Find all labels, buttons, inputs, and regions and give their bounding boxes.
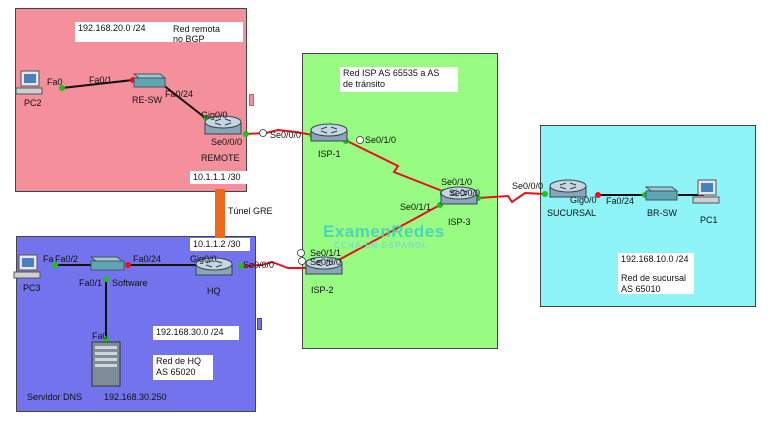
branch-subnet: 192.168.10.0 /24 — [621, 254, 689, 264]
link-dot — [238, 263, 244, 269]
pc2-label: PC2 — [24, 98, 42, 108]
isp-title-1: Red ISP AS 65535 a AS — [343, 68, 440, 78]
hq-label: HQ — [207, 286, 221, 296]
branch-title-2: AS 65010 — [621, 284, 661, 294]
watermark-brand: ExamenRedes — [323, 222, 445, 241]
port-sucursal-se000: Se0/0/0 — [512, 181, 544, 191]
remote-subnet-box: 192.168.20.0 /24 — [75, 22, 243, 42]
hq-title-box: Red de HQ AS 65020 — [153, 355, 213, 380]
br-sw-switch-icon — [644, 186, 679, 201]
dns-ip-label: 192.168.30.250 — [104, 392, 167, 402]
port-sw-fa01: Fa0/1 — [79, 278, 103, 288]
link-isp3-sucursal — [477, 191, 546, 204]
isp3-label: ISP-3 — [448, 217, 471, 227]
isp-title-box: Red ISP AS 65535 a AS de tránsito — [340, 67, 458, 92]
link-dot — [103, 336, 109, 342]
clock-icon — [297, 249, 305, 257]
watermark-subtitle: CCNA EN ESPAÑOL — [334, 241, 429, 250]
link-dot — [52, 262, 58, 268]
isp1-router-icon — [310, 123, 348, 142]
clock-icon — [259, 129, 267, 137]
pc1-icon — [692, 179, 720, 204]
port-sw-fa024: Fa0/24 — [133, 254, 162, 264]
branch-info-box: 192.168.10.0 /24 Red de sucursal AS 6501… — [618, 253, 694, 294]
hq-router-icon — [195, 257, 233, 276]
link-isp1-isp3 — [344, 139, 446, 193]
link-dot — [59, 85, 65, 91]
link-hq-isp2 — [239, 260, 310, 269]
port-pc3-fa: Fa — [43, 254, 54, 264]
port-hq-gig00: Gig0/0 — [190, 254, 217, 264]
link-dot — [125, 262, 131, 268]
port-isp3-se010: Se0/1/0 — [441, 177, 473, 187]
port-isp3-se011: Se0/1/1 — [400, 202, 432, 212]
tunnel-ip-top: 10.1.1.1 /30 — [190, 171, 250, 184]
branch-network-zone — [540, 125, 756, 307]
dns-label: Servidor DNS — [27, 392, 83, 402]
isp2-label: ISP-2 — [311, 285, 334, 295]
pc2-icon — [15, 70, 43, 95]
software-label: Software — [112, 278, 148, 288]
re-sw-label: RE-SW — [132, 95, 162, 105]
hq-title-2: AS 65020 — [156, 367, 196, 377]
software-switch-icon — [89, 256, 125, 271]
port-resw-fa024: Fa0/24 — [165, 89, 194, 99]
link-resw-remote — [157, 80, 209, 121]
port-remote-se000: Se0/0/0 — [211, 137, 243, 147]
port-isp3-se000: Se0/0/0 — [449, 188, 481, 198]
pc1-label: PC1 — [700, 215, 718, 225]
tunnel-label: Túnel GRE — [225, 205, 277, 218]
port-dns-fa0: Fa0 — [92, 331, 108, 341]
port-pc2-fa0: Fa0 — [47, 77, 63, 87]
isp3-router-icon — [440, 186, 478, 205]
dns-server-icon — [91, 341, 121, 387]
port-isp1-se010: Se0/1/0 — [365, 135, 397, 145]
remote-title-1: Red remota — [173, 24, 221, 34]
ethernet-links — [55, 79, 704, 341]
link-pc2-resw — [61, 79, 134, 89]
port-isp2-se000: Se0/0/0 — [310, 257, 342, 267]
link-dot — [243, 131, 249, 137]
isp2-router-icon — [305, 256, 343, 275]
remote-subnet: 192.168.20.0 /24 — [78, 23, 146, 33]
hq-subnet: 192.168.30.0 /24 — [156, 327, 224, 337]
port-sw-fa02: Fa0/2 — [55, 254, 79, 264]
hq-title-1: Red de HQ — [156, 356, 202, 366]
zone-edge-mark — [249, 94, 254, 106]
port-hq-se000: Se0/0/0 — [243, 260, 275, 270]
br-sw-label: BR-SW — [647, 208, 677, 218]
sucursal-label: SUCURSAL — [547, 208, 597, 218]
pc3-label: PC3 — [23, 283, 41, 293]
gre-tunnel — [215, 189, 225, 239]
remote-label: REMOTE — [201, 153, 240, 163]
pc3-icon — [13, 254, 41, 279]
port-isp1-se000: Se0/0/0 — [270, 130, 302, 140]
link-dot — [542, 191, 548, 197]
port-isp2-se011: Se0/1/1 — [310, 248, 342, 258]
isp-title-2: de tránsito — [343, 79, 386, 89]
hq-subnet-box: 192.168.30.0 /24 — [153, 326, 239, 340]
remote-title-2: no BGP — [173, 34, 205, 44]
zone-edge-mark — [257, 318, 262, 330]
link-dot — [595, 192, 601, 198]
port-resw-fa01: Fa0/1 — [89, 75, 113, 85]
port-sucursal-gig00: Gig0/0 — [570, 195, 597, 205]
re-sw-switch-icon — [132, 73, 167, 88]
serial-links — [239, 128, 546, 269]
remote-router-icon — [204, 115, 242, 135]
clock-icon — [298, 257, 306, 265]
sucursal-router-icon — [549, 179, 587, 198]
link-remote-isp1 — [244, 128, 314, 136]
tunnel-ip-bottom: 10.1.1.2 /30 — [190, 238, 250, 251]
link-isp2-isp3 — [334, 204, 441, 263]
link-dot — [103, 276, 109, 282]
clock-icon — [356, 136, 364, 144]
branch-title-1: Red de sucursal — [621, 273, 687, 283]
port-brsw-fa024: Fa0/24 — [606, 196, 635, 206]
isp1-label: ISP-1 — [318, 149, 341, 159]
port-remote-gig00: Gig0/0 — [201, 110, 228, 120]
